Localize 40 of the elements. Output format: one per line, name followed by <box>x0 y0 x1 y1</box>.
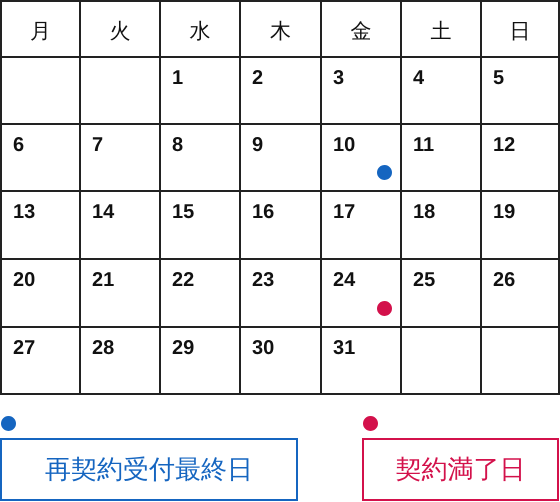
day-number: 20 <box>13 269 36 292</box>
day-number: 19 <box>493 201 516 224</box>
weekday-header: 金 <box>350 18 372 45</box>
day-number: 12 <box>493 134 516 157</box>
weekday-header: 土 <box>430 18 452 45</box>
day-number: 30 <box>252 337 274 360</box>
day-number: 14 <box>92 201 114 224</box>
day-number: 24 <box>333 269 356 292</box>
day-number: 7 <box>92 134 104 157</box>
weekday-header: 火 <box>108 18 132 45</box>
day-number: 10 <box>333 134 356 157</box>
weekday-header: 月 <box>29 18 52 45</box>
day-number: 5 <box>493 67 504 90</box>
day-number: 3 <box>333 67 344 90</box>
day-number: 16 <box>252 201 274 224</box>
day-number: 25 <box>413 269 436 292</box>
day-number: 15 <box>172 201 194 224</box>
day-number: 28 <box>92 337 114 360</box>
day-number: 1 <box>172 67 184 90</box>
day-number: 11 <box>413 134 434 157</box>
legend-label: 契約満了日 <box>362 438 559 501</box>
weekday-header: 水 <box>188 18 212 45</box>
day-number: 2 <box>252 67 264 90</box>
day-number: 8 <box>172 134 184 157</box>
weekday-header: 日 <box>508 18 532 45</box>
day-number: 13 <box>13 201 36 224</box>
day-number: 22 <box>172 269 194 292</box>
weekday-header: 木 <box>269 18 292 45</box>
day-number: 29 <box>172 337 194 360</box>
day-number: 23 <box>252 269 274 292</box>
legend-label: 再契約受付最終日 <box>0 438 298 501</box>
day-number: 4 <box>413 67 424 90</box>
day-number: 9 <box>252 134 264 157</box>
day-number: 17 <box>333 201 356 224</box>
day-number: 21 <box>92 269 114 292</box>
day-number: 6 <box>13 134 24 157</box>
day-number: 18 <box>413 201 436 224</box>
day-number: 31 <box>333 337 356 360</box>
day-number: 27 <box>13 337 36 360</box>
day-number: 26 <box>493 269 516 292</box>
